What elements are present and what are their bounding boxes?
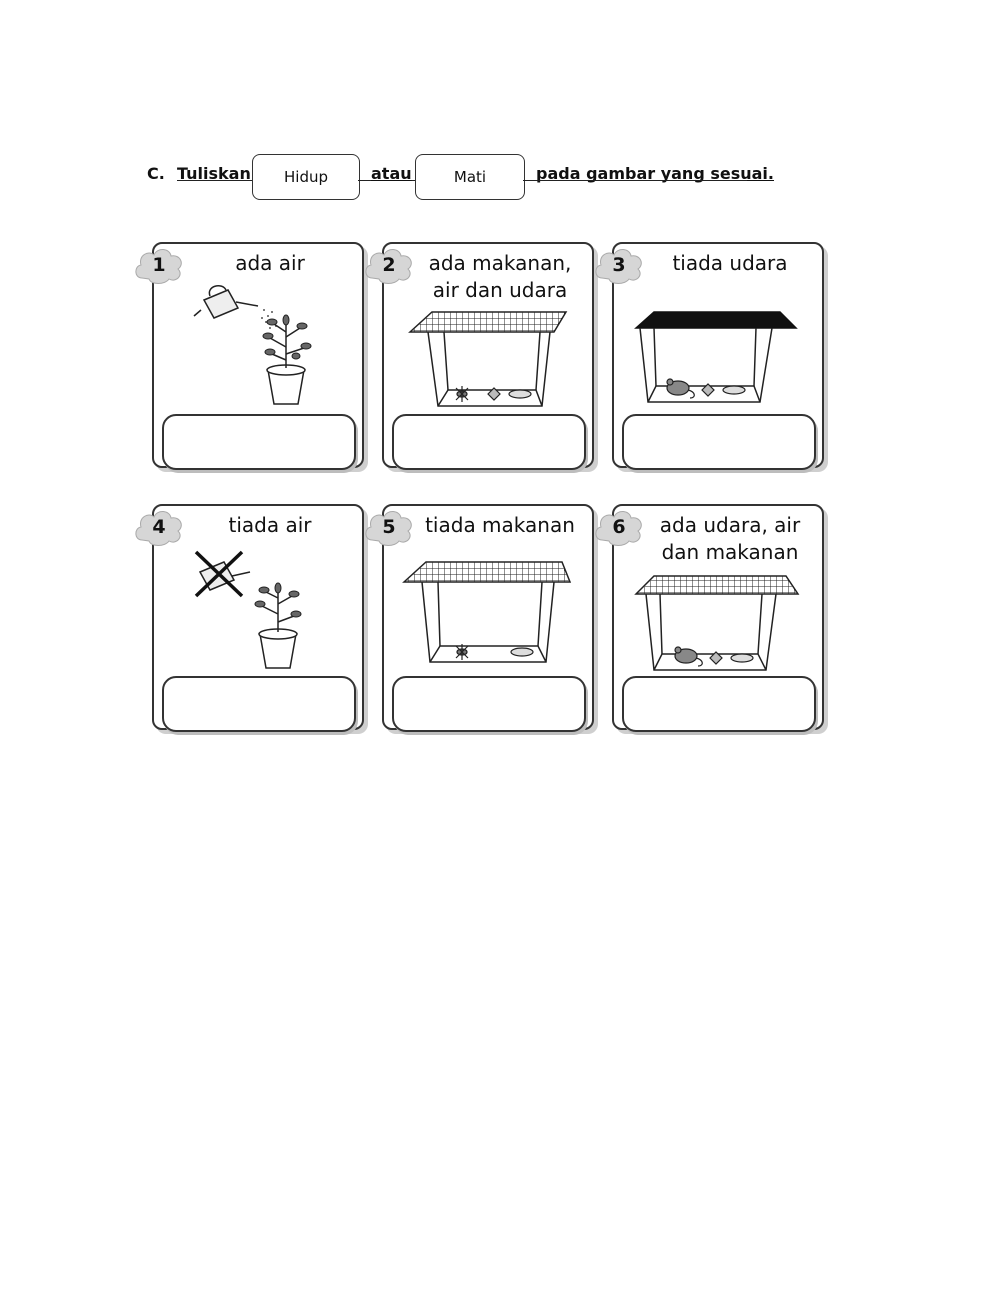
answer-box[interactable] xyxy=(162,414,356,470)
number-badge: 1 xyxy=(132,244,186,286)
card-5: 5 tiada makanan xyxy=(365,504,594,732)
answer-box[interactable] xyxy=(162,676,356,732)
net-cage-mouse-illustration xyxy=(634,575,800,671)
instruction-word-atau: atau xyxy=(371,164,412,183)
option-mati-box: Mati xyxy=(415,154,525,200)
underline xyxy=(358,180,416,181)
card-3: 3 tiada udara xyxy=(595,242,824,470)
number-badge: 5 xyxy=(362,506,416,548)
card-2: 2 ada makanan, air dan udara xyxy=(365,242,594,470)
card-number: 6 xyxy=(612,516,626,538)
number-badge: 6 xyxy=(592,506,646,548)
option-hidup-box: Hidup xyxy=(252,154,360,200)
closed-cage-mouse-illustration xyxy=(634,311,798,403)
card-number: 1 xyxy=(152,254,166,276)
number-badge: 3 xyxy=(592,244,646,286)
card-number: 4 xyxy=(152,516,166,538)
watering-can-plant-illustration xyxy=(193,285,312,405)
underline xyxy=(177,180,253,181)
underline xyxy=(523,180,747,181)
card-caption: ada air xyxy=(235,251,305,275)
card-number: 5 xyxy=(382,516,396,538)
number-badge: 2 xyxy=(362,244,416,286)
card-number: 3 xyxy=(612,254,626,276)
card-number: 2 xyxy=(382,254,396,276)
question-letter: C. xyxy=(147,164,165,183)
answer-box[interactable] xyxy=(392,676,586,732)
answer-box[interactable] xyxy=(622,676,816,732)
instruction-row: C. Tuliskan Hidup atau Mati pada gambar … xyxy=(145,150,845,210)
net-cage-insect-illustration xyxy=(408,311,568,407)
number-badge: 4 xyxy=(132,506,186,548)
instruction-word-tuliskan: Tuliskan xyxy=(177,164,251,183)
card-4: 4 tiada air xyxy=(135,504,364,732)
answer-box[interactable] xyxy=(622,414,816,470)
card-1: 1 ada air xyxy=(135,242,364,470)
card-caption: ada makanan, air dan udara xyxy=(428,251,572,302)
card-caption: ada udara, air dan makanan xyxy=(659,513,801,564)
crossed-watering-can-plant-illustration xyxy=(194,550,302,669)
card-caption: tiada makanan xyxy=(425,513,575,537)
answer-box[interactable] xyxy=(392,414,586,470)
instruction-word-rest: pada gambar yang sesuai. xyxy=(536,164,774,183)
card-caption: tiada air xyxy=(228,513,312,537)
card-6: 6 ada udara, air dan makanan xyxy=(595,504,824,732)
card-caption: tiada udara xyxy=(672,251,788,275)
net-cage-insect-no-food-illustration xyxy=(402,561,572,663)
